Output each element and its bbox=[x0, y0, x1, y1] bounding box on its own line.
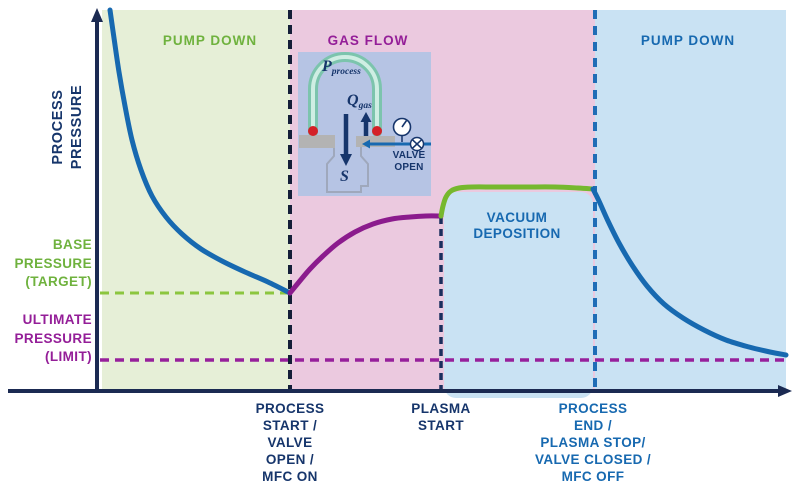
curve-gas-flow-rise bbox=[287, 213, 444, 296]
phase-label-gas-flow: GAS FLOW bbox=[327, 33, 409, 48]
vacuum-deposition-region bbox=[444, 192, 593, 398]
tube-port-dot-right bbox=[372, 126, 382, 136]
pump-speed-label: S bbox=[340, 168, 349, 185]
pumping-down-arrowhead bbox=[340, 154, 352, 166]
tube-port-dot-left bbox=[308, 126, 318, 136]
gauge-needle bbox=[401, 120, 408, 128]
x-axis-arrowhead bbox=[778, 385, 792, 397]
event-label-process-end: PROCESS END / PLASMA STOP/ VALVE CLOSED … bbox=[534, 401, 652, 484]
chamber-inset-diagram bbox=[298, 52, 431, 196]
gas-up-arrowhead bbox=[360, 112, 372, 122]
event-lines bbox=[288, 10, 597, 391]
y-axis-arrowhead bbox=[91, 8, 103, 22]
reference-lines bbox=[100, 291, 786, 362]
region-pump-down-1 bbox=[102, 10, 290, 391]
ultimate-pressure-limit-label: ULTIMATE PRESSURE (LIMIT) bbox=[14, 312, 92, 364]
gas-inlet-arrowhead bbox=[362, 139, 370, 149]
chamber-wall-left bbox=[299, 135, 335, 148]
phase-label-pump-down-2: PUMP DOWN bbox=[640, 33, 736, 48]
gas-tube-highlight bbox=[311, 55, 379, 134]
valve-open-label: VALVE OPEN bbox=[392, 150, 426, 173]
axes bbox=[8, 8, 792, 397]
phase-label-pump-down-1: PUMP DOWN bbox=[162, 33, 258, 48]
curve-pump-down-1 bbox=[107, 7, 293, 296]
region-pump-down-2 bbox=[595, 10, 786, 391]
y-axis-label: PROCESS PRESSURE bbox=[50, 84, 85, 170]
valve-cross-2 bbox=[411, 139, 423, 149]
q-gas-label: Qgas bbox=[347, 92, 372, 111]
event-label-plasma-start: PLASMA START bbox=[411, 401, 471, 433]
base-pressure-target-label: BASE PRESSURE (TARGET) bbox=[14, 237, 92, 289]
vacuum-deposition-label: VACUUM DEPOSITION bbox=[473, 210, 561, 241]
curve-pump-down-2 bbox=[590, 186, 789, 358]
chamber-wall-right bbox=[356, 136, 395, 147]
event-label-process-start: PROCESS START / VALVE OPEN / MFC ON bbox=[255, 401, 325, 484]
p-process-label: Pprocess bbox=[322, 58, 361, 77]
pressure-curves bbox=[107, 7, 789, 358]
pump-outline-icon bbox=[326, 147, 369, 193]
curve-plasma-deposition-plateau bbox=[438, 184, 596, 219]
vacuum-deposition-box bbox=[444, 192, 593, 398]
